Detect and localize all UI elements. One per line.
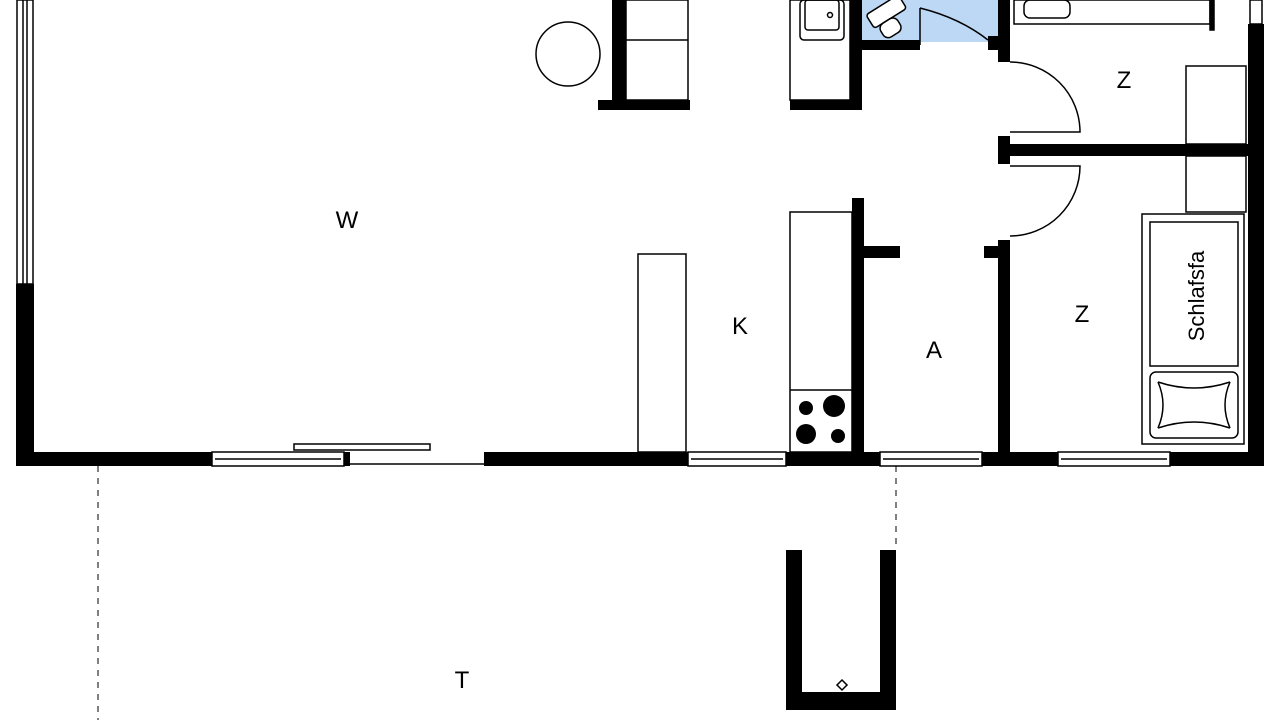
stove xyxy=(796,395,845,444)
wall-utility-stub xyxy=(864,246,900,258)
wall-niche-bottom xyxy=(598,100,690,110)
furniture xyxy=(535,0,1247,710)
wardrobe-top-bedroom xyxy=(1185,65,1247,145)
wardrobe xyxy=(625,0,689,101)
room-label-bedroom-top: Z xyxy=(1117,67,1132,94)
kitchen-counter-top xyxy=(789,0,851,101)
right-wall xyxy=(1248,24,1264,466)
left-wall xyxy=(16,284,34,466)
interior-walls xyxy=(598,0,1250,466)
wardrobe-lower-bedroom xyxy=(1185,155,1247,213)
bottom-wall-seg-1 xyxy=(16,452,212,466)
burner-2 xyxy=(823,395,845,417)
sofa-bed-label: Schlafsfa xyxy=(1184,250,1209,341)
bottom-windows xyxy=(211,451,1171,467)
partition xyxy=(637,253,687,453)
room-label-kitchen: K xyxy=(732,313,748,340)
room-label-living: W xyxy=(336,207,359,234)
round-table xyxy=(535,21,601,87)
exterior-walls xyxy=(16,24,1264,466)
bed-top xyxy=(1013,0,1211,25)
bottom-wall-seg-3 xyxy=(484,452,688,466)
bottom-wall-seg-2 xyxy=(344,452,350,466)
terrace-outline xyxy=(97,466,897,720)
wall-utility-left xyxy=(852,198,864,466)
wall-kitchen-bottom xyxy=(790,100,862,110)
bottom-wall-seg-5 xyxy=(982,452,1058,466)
wall-niche-left xyxy=(612,0,626,110)
left-window xyxy=(16,0,34,285)
wall-bedroom-divider xyxy=(1010,144,1250,156)
bath-door-swing xyxy=(919,7,989,45)
kitchen-counter-lower xyxy=(789,211,853,453)
room-label-terrace: T xyxy=(455,667,470,694)
wall-bath-left xyxy=(850,0,862,110)
wall-hall-2-stub xyxy=(984,246,998,258)
room-label-utility: A xyxy=(926,337,942,364)
wall-bath-right xyxy=(998,0,1010,62)
wall-bath-bottom xyxy=(862,40,920,50)
right-top-window xyxy=(1249,0,1263,25)
burner-3 xyxy=(796,424,816,444)
wall-hall-1 xyxy=(998,136,1010,164)
burner-1 xyxy=(799,401,813,415)
sliding-door xyxy=(293,443,484,465)
wall-bath-right-stub xyxy=(988,36,998,50)
kitchen-sink xyxy=(799,0,845,41)
burner-4 xyxy=(831,429,845,443)
bottom-wall-seg-6 xyxy=(1170,452,1264,466)
toilet xyxy=(866,0,907,39)
door-swing-top xyxy=(1009,61,1081,133)
bottom-wall-seg-4 xyxy=(786,452,880,466)
sofa-bed xyxy=(1141,213,1245,445)
room-label-bedroom-bottom: Z xyxy=(1075,301,1090,328)
wall-hall-2 xyxy=(998,240,1010,466)
door-swing-bottom xyxy=(1009,165,1081,237)
